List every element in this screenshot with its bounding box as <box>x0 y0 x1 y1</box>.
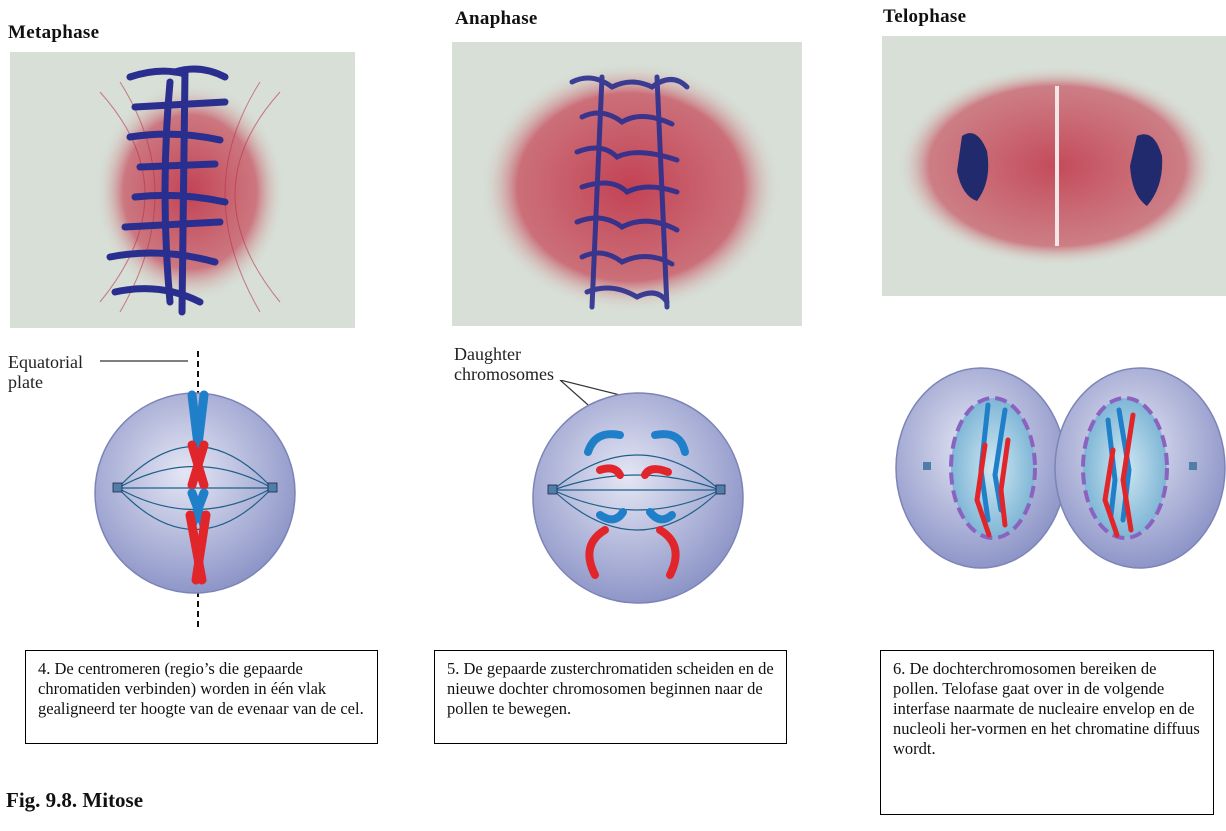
telophase-diagram <box>893 360 1226 575</box>
anaphase-micrograph <box>452 42 802 326</box>
telophase-micrograph <box>882 36 1226 296</box>
metaphase-diagram <box>0 345 400 635</box>
anaphase-diagram <box>520 380 760 610</box>
telophase-caption: 6. De dochterchromosomen bereiken de pol… <box>880 650 1214 815</box>
anaphase-caption: 5. De gepaarde zusterchromatiden scheide… <box>434 650 787 744</box>
metaphase-title: Metaphase <box>8 22 99 44</box>
telophase-title: Telophase <box>883 6 966 28</box>
anaphase-title: Anaphase <box>455 8 538 30</box>
metaphase-caption: 4. De centromeren (regio’s die gepaarde … <box>25 650 378 744</box>
figure-title: Fig. 9.8. Mitose <box>6 788 143 813</box>
metaphase-micrograph <box>10 52 355 328</box>
daughter-chromosomes-label: Daughter chromosomes <box>454 344 554 384</box>
